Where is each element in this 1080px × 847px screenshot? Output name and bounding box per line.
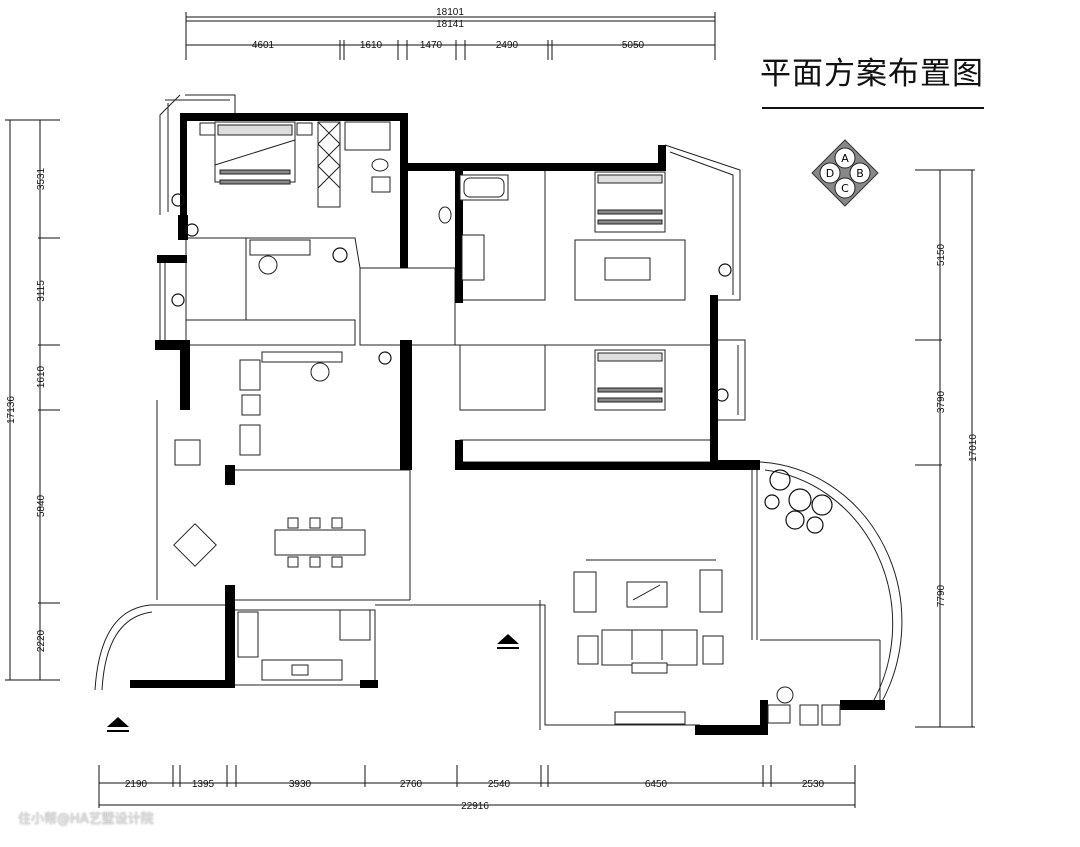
plant-icon [378,351,392,365]
compass-d: D [826,167,834,180]
wardrobe [317,121,341,208]
dim-top-total-2: 18141 [436,19,464,30]
compass-index-symbol: A B C D [811,139,879,207]
dim-bottom: 2190 [125,779,148,790]
title-underline [762,107,984,109]
dim-bottom: 2530 [802,779,825,790]
drawing-title: 平面方案布置图 [760,56,984,92]
dim-top: 1610 [360,40,383,51]
bedroom-bed-2 [574,171,686,301]
bathroom-1 [344,121,391,193]
laundry-fixtures [767,686,841,726]
plant-icon [715,388,729,402]
dim-left: 3531 [36,167,47,190]
dim-top: 1470 [420,40,443,51]
toilet-2 [438,206,485,281]
dim-right: 3790 [936,390,947,413]
tree-icon [806,516,824,534]
thick-walls [130,113,885,735]
dim-top: 5050 [622,40,645,51]
dimension-lines [5,12,975,808]
compass-a: A [841,152,849,165]
dim-bottom-total: 22916 [461,801,489,812]
tree-icon [785,510,805,530]
dim-left: 1610 [36,365,47,388]
dim-left: 5840 [36,494,47,517]
entrance-arrow-icon [497,634,519,644]
plant-icon [171,193,185,207]
dim-right-total: 17010 [968,434,979,462]
entrance-markers [107,634,519,732]
plant-icon [332,247,348,263]
thin-walls [94,94,903,730]
study-desk [239,239,343,456]
master-bed [199,121,313,185]
tree-icon [769,469,791,491]
piano [174,439,201,466]
dim-bottom: 2760 [400,779,423,790]
dim-right: 7790 [936,584,947,607]
dim-bottom: 6450 [645,779,668,790]
kitchen-counter [237,609,371,681]
compass-c: C [841,182,849,195]
watermark: 住小帮@HA艺墅设计院 [18,812,154,827]
bathtub [459,174,509,201]
dim-bottom: 3930 [289,779,312,790]
living-sofa-set [573,559,724,725]
entrance-arrow-icon [107,717,129,727]
dim-bottom: 1395 [192,779,215,790]
tree-icon [764,494,780,510]
dim-top: 4601 [252,40,275,51]
plant-icon [185,223,199,237]
tree-icon [811,494,833,516]
dim-left: 3115 [36,280,47,302]
dim-right: 5150 [936,243,947,266]
plant-icon [718,263,732,277]
dining-table [274,517,366,568]
plant-icon [171,293,185,307]
dim-bottom: 2540 [488,779,511,790]
dim-left: 2220 [36,629,47,652]
dim-top: 2490 [496,40,519,51]
tree-icon [788,488,812,512]
dimension-labels: 18101 18141 4601 1610 1470 2490 5050 219… [6,7,979,812]
compass-b: B [856,167,864,180]
plant-icons [171,193,833,534]
square-table [173,523,217,567]
dim-top-total-1: 18101 [436,7,464,18]
furniture [173,121,841,726]
dim-left-total: 17136 [6,396,17,424]
bedroom-bed-3 [594,349,666,411]
